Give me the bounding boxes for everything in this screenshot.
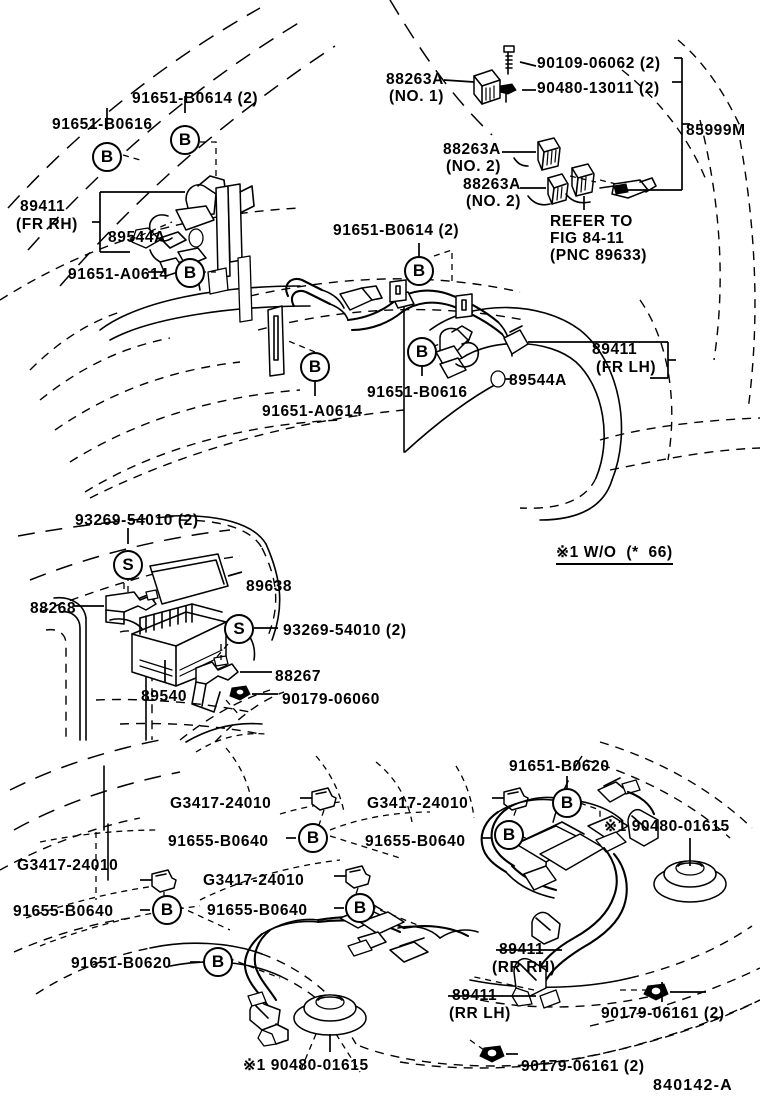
part-label-l45: 89411: [452, 987, 498, 1004]
callout-circle-b-c11: B: [552, 788, 582, 818]
part-label-l10: 90109-06062 (2): [537, 55, 661, 72]
callout-circle-b-c04: B: [300, 352, 330, 382]
part-label-l16: (NO. 2): [466, 193, 522, 210]
part-label-l27: 88268: [30, 600, 77, 617]
part-label-l20: 89411: [592, 341, 638, 358]
part-label-l09: (NO. 1): [389, 88, 445, 105]
part-label-l43: 89411: [499, 941, 545, 958]
part-label-l35: ※1 90480-01615: [604, 818, 730, 835]
part-label-l34: G3417-24010: [367, 795, 469, 812]
top-leaders-rh: [106, 96, 217, 273]
note-w-o: ※1 W/O (* 66): [556, 543, 673, 565]
fr-rh-harness: [92, 175, 255, 323]
part-label-l38: G3417-24010: [17, 857, 119, 874]
part-label-l40: 91655-B0640: [13, 903, 114, 920]
part-label-l26: 89638: [246, 578, 293, 595]
drawing-number: 840142-A: [653, 1077, 733, 1094]
part-label-l17: REFER TO: [550, 213, 633, 230]
part-label-l21: (FR LH): [596, 359, 657, 376]
part-label-l08: 88263A: [386, 71, 444, 88]
part-label-l39: G3417-24010: [203, 872, 305, 889]
part-label-l01: 91651-B0616: [52, 116, 153, 133]
part-label-l19: (PNC 89633): [550, 247, 648, 264]
part-label-l04: (FR RH): [16, 216, 78, 233]
top-connectors: [443, 45, 690, 210]
callout-circle-s-c08: S: [224, 614, 254, 644]
part-label-l14: (NO. 2): [446, 158, 502, 175]
part-label-l28: 93269-54010 (2): [283, 622, 407, 639]
callout-circle-b-c10: B: [494, 820, 524, 850]
part-label-l44: (RR RH): [492, 959, 556, 976]
callout-circle-b-c09: B: [298, 823, 328, 853]
part-label-l33: G3417-24010: [170, 795, 272, 812]
part-label-l30: 89540: [141, 688, 188, 705]
part-label-l37: 91655-B0640: [365, 833, 466, 850]
part-label-l29: 88267: [275, 668, 322, 685]
part-label-l02: 91651-B0614 (2): [132, 90, 259, 107]
part-label-l23: 91651-B0616: [367, 384, 468, 401]
part-label-l31: 90179-06060: [282, 691, 380, 708]
part-label-l18: FIG 84-11: [550, 230, 625, 247]
callout-circle-b-c06: B: [407, 337, 437, 367]
part-label-l24: 91651-A0614: [262, 403, 363, 420]
part-label-l41: 91655-B0640: [207, 902, 308, 919]
part-label-l46: (RR LH): [449, 1005, 511, 1022]
callout-circle-b-c03: B: [175, 258, 205, 288]
callout-circle-b-c02: B: [170, 125, 200, 155]
fr-lh-harness: [267, 277, 676, 388]
part-label-l49: 90179-06161 (2): [521, 1058, 645, 1075]
callout-circle-s-c07: S: [113, 550, 143, 580]
part-label-l06: 91651-A0614: [68, 266, 169, 283]
part-label-l13: 88263A: [443, 141, 501, 158]
callout-circle-b-c14: B: [203, 947, 233, 977]
callout-circle-b-c01: B: [92, 142, 122, 172]
callout-circle-b-c05: B: [404, 256, 434, 286]
part-label-l48: 90179-06161 (2): [601, 1005, 725, 1022]
rear-harness-left: [140, 776, 601, 1073]
part-label-l42: 91651-B0620: [71, 955, 172, 972]
ecu-assembly: [74, 528, 278, 717]
part-label-l03: 89411: [20, 198, 66, 215]
part-label-l32: 91651-B0620: [509, 758, 610, 775]
part-label-l47: ※1 90480-01615: [243, 1057, 369, 1074]
part-label-l36: 91655-B0640: [168, 833, 269, 850]
top-body-outline: [0, 0, 760, 521]
part-label-l11: 90480-13011 (2): [537, 80, 660, 97]
callout-circle-b-c12: B: [152, 895, 182, 925]
part-label-l12: 85999M: [686, 122, 746, 139]
part-label-l22: 89544A: [509, 372, 567, 389]
part-label-l05: 89544A: [108, 229, 166, 246]
rear-harness-right: [448, 777, 727, 1063]
part-label-l15: 88263A: [463, 176, 521, 193]
part-label-l25: 93269-54010 (2): [75, 512, 199, 529]
part-label-l07: 91651-B0614 (2): [333, 222, 460, 239]
callout-circle-b-c13: B: [345, 893, 375, 923]
